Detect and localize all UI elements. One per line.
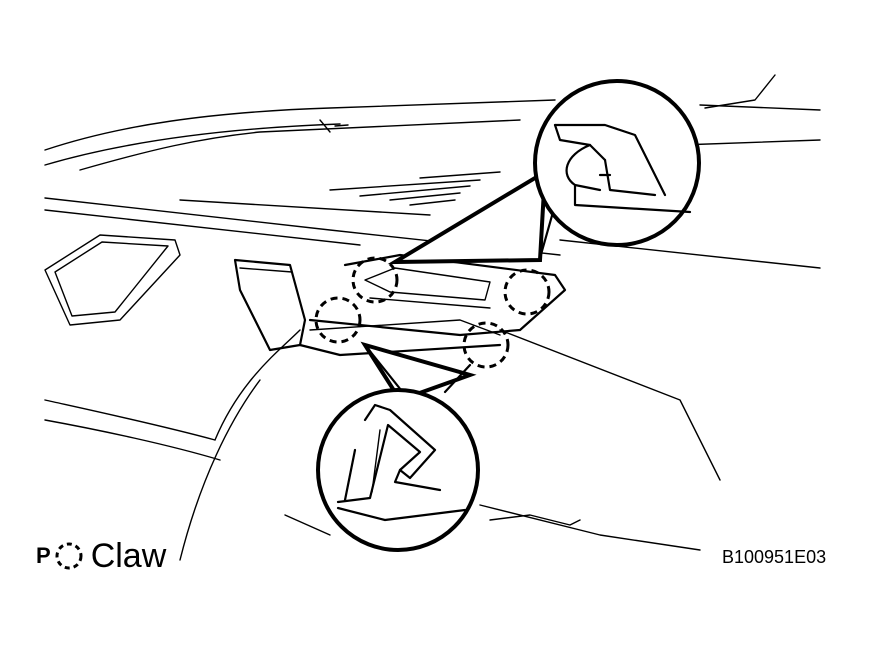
panel-part	[233, 253, 567, 357]
claw-detail-upper	[553, 123, 692, 214]
dashed-circle-icon	[55, 542, 83, 570]
legend-marker-letter: P	[36, 543, 51, 568]
claw-markers	[314, 256, 551, 369]
claw-detail-lower	[336, 403, 467, 522]
claw-marker-1	[351, 256, 399, 304]
claw-marker-2	[503, 268, 551, 316]
claw-marker-3	[314, 296, 362, 344]
claw-marker-4	[462, 321, 510, 369]
legend-label: Claw	[90, 536, 167, 575]
callout-upper	[387, 79, 701, 265]
callout-lower	[316, 341, 480, 552]
figure-code: B100951E03	[722, 547, 827, 567]
dashboard-outline	[44, 74, 821, 561]
legend: P Claw	[36, 536, 166, 576]
